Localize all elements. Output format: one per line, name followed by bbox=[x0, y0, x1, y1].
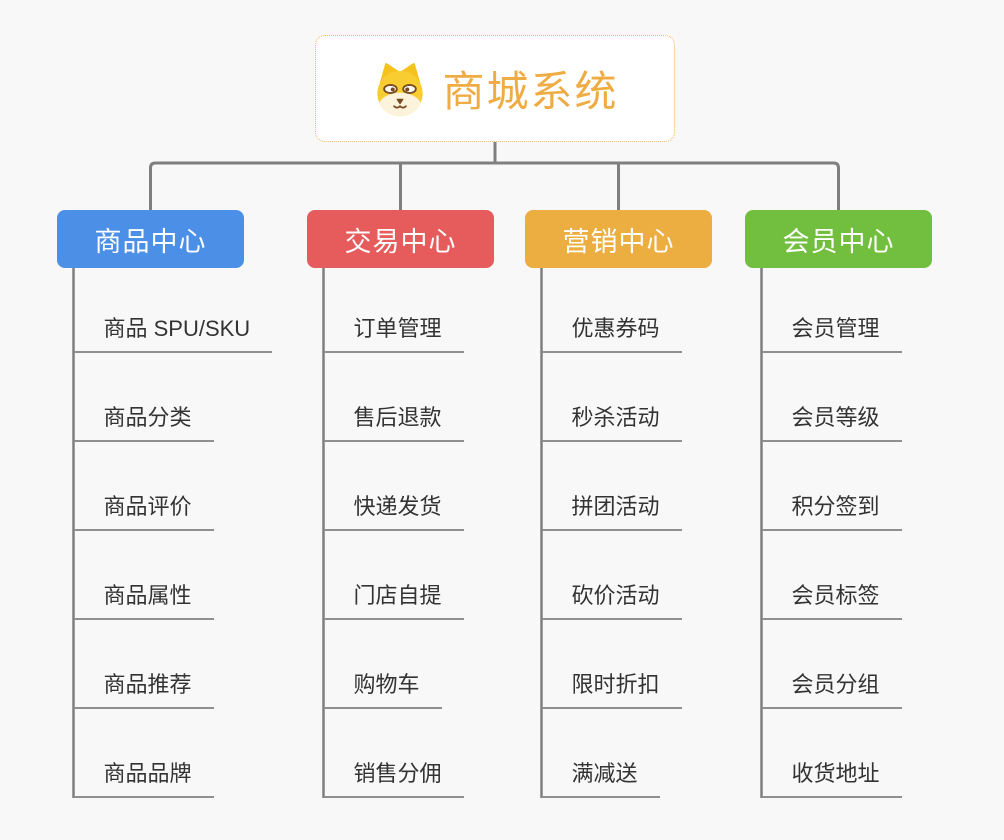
leaf-topic[interactable]: 会员等级 bbox=[761, 353, 902, 442]
leaf-topic[interactable]: 会员管理 bbox=[761, 264, 902, 353]
root-topic-title: 商城系统 bbox=[442, 68, 619, 115]
branch-topic[interactable]: 交易中心 bbox=[307, 210, 494, 268]
leaf-topic[interactable]: 商品分类 bbox=[73, 353, 214, 442]
branch-topic-label: 会员中心 bbox=[782, 226, 895, 257]
leaf-topic[interactable]: 商品属性 bbox=[73, 531, 214, 620]
branch-topic-label: 交易中心 bbox=[344, 226, 457, 257]
leaf-topic[interactable]: 订单管理 bbox=[323, 264, 464, 353]
leaf-topic[interactable]: 售后退款 bbox=[323, 353, 464, 442]
leaf-topic[interactable]: 商品评价 bbox=[73, 442, 214, 531]
leaf-topic[interactable]: 限时折扣 bbox=[541, 620, 682, 709]
branch-topic[interactable]: 会员中心 bbox=[745, 210, 932, 268]
leaf-column: 优惠券码秒杀活动拼团活动砍价活动限时折扣满减送 bbox=[541, 264, 682, 798]
leaf-topic[interactable]: 商品 SPU/SKU bbox=[73, 264, 273, 353]
leaf-topic[interactable]: 商品品牌 bbox=[73, 709, 214, 798]
leaf-topic[interactable]: 会员标签 bbox=[761, 531, 902, 620]
branch-topic-label: 营销中心 bbox=[562, 226, 675, 257]
leaf-topic[interactable]: 积分签到 bbox=[761, 442, 902, 531]
leaf-column: 会员管理会员等级积分签到会员标签会员分组收货地址 bbox=[761, 264, 902, 798]
leaf-topic[interactable]: 快递发货 bbox=[323, 442, 464, 531]
leaf-topic[interactable]: 购物车 bbox=[323, 620, 442, 709]
branch-topic-label: 商品中心 bbox=[94, 226, 207, 257]
root-topic[interactable]: 商城系统 bbox=[315, 35, 675, 142]
branch-topic[interactable]: 营销中心 bbox=[525, 210, 712, 268]
branch-topic[interactable]: 商品中心 bbox=[57, 210, 244, 268]
leaf-topic[interactable]: 满减送 bbox=[541, 709, 660, 798]
leaf-topic[interactable]: 秒杀活动 bbox=[541, 353, 682, 442]
leaf-topic[interactable]: 门店自提 bbox=[323, 531, 464, 620]
leaf-topic[interactable]: 商品推荐 bbox=[73, 620, 214, 709]
leaf-topic[interactable]: 砍价活动 bbox=[541, 531, 682, 620]
leaf-topic[interactable]: 会员分组 bbox=[761, 620, 902, 709]
leaf-topic[interactable]: 拼团活动 bbox=[541, 442, 682, 531]
shiba-dog-face-icon bbox=[371, 60, 429, 118]
leaf-topic[interactable]: 优惠券码 bbox=[541, 264, 682, 353]
leaf-topic[interactable]: 收货地址 bbox=[761, 709, 902, 798]
leaf-column: 订单管理售后退款快递发货门店自提购物车销售分佣 bbox=[323, 264, 464, 798]
leaf-topic[interactable]: 销售分佣 bbox=[323, 709, 464, 798]
